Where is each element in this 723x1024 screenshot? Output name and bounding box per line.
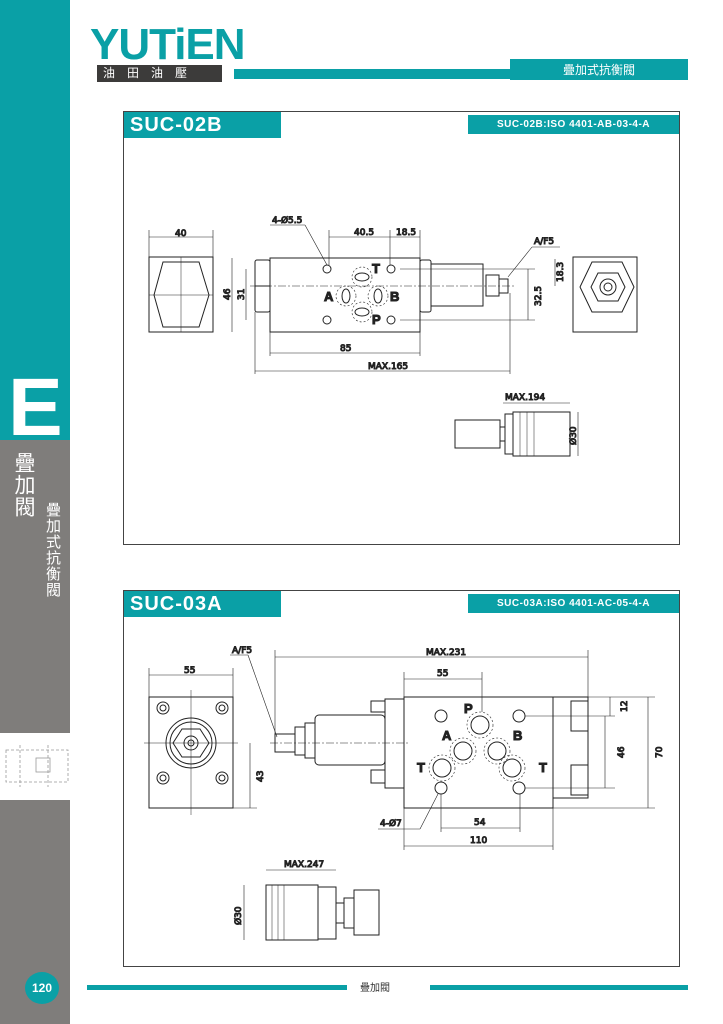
port-label: B [513,728,522,743]
dim-label: 55 [437,669,448,679]
footer-bar-left [87,985,347,990]
port-label: T [539,760,547,775]
port-label: T [372,261,380,276]
suc03a-knob-view [265,884,380,941]
model-title: SUC-02B [124,112,281,138]
suc02b-dimensions [148,224,579,456]
port-label: A [324,289,334,304]
hydraulic-symbol-icon [5,745,69,787]
sidebar-teal [0,0,70,440]
dim-label: 4-Ø7 [380,818,402,829]
footer-label: 疊加閥 [360,983,390,994]
dim-label: 40.5 [354,228,374,238]
dim-label: 46 [617,746,627,758]
section-letter: E [8,362,63,453]
dim-label: 110 [470,836,487,846]
dim-label: 12 [620,701,630,712]
suc02b-end-view-right [572,256,638,333]
suc02b-end-view-left [148,256,214,333]
header-bar [234,69,688,79]
port-label: B [390,289,399,304]
model-title: SUC-03A [124,591,281,617]
footer-bar-right [430,985,688,990]
dim-label: Ø30 [568,426,579,445]
dim-label: 46 [223,288,233,300]
product-card-suc-03a: SUC-03A SUC-03A:ISO 4401-AC-05-4-A [123,590,680,967]
dim-label: A/F5 [232,646,252,656]
page-number: 120 [25,972,59,1004]
dim-label: MAX.194 [505,393,545,403]
dim-label: MAX.247 [284,860,324,870]
model-code: SUC-02B:ISO 4401-AB-03-4-A [468,115,679,134]
dim-label: 4-Ø5.5 [272,215,302,226]
brand-logo-sub: 油田油壓 [97,65,222,82]
dim-label: 40 [175,229,187,239]
port-label: T [417,760,425,775]
dim-label: A/F5 [534,237,554,247]
dim-label: 70 [655,746,665,758]
sidebar-subcategory: 疊加式抗衡閥 [44,502,62,598]
dim-label: 43 [256,771,266,782]
dim-label: 55 [184,666,195,676]
dim-label: Ø30 [233,906,244,925]
sidebar-category: 疊加閥 [12,452,36,518]
port-label: P [372,312,381,327]
dim-label: 31 [237,289,247,300]
model-code: SUC-03A:ISO 4401-AC-05-4-A [468,594,679,613]
brand-logo: YUTiEN [90,20,246,69]
product-card-suc-02b: SUC-02B SUC-02B:ISO 4401-AB-03-4-A [123,111,680,545]
port-label: P [464,701,473,716]
suc03a-dimensions [148,650,655,940]
dim-label: 18.5 [396,228,416,238]
sidebar-gray [0,440,70,733]
dim-label: 32.5 [534,286,544,306]
dim-label: MAX.165 [368,362,408,372]
suc03a-top-view [270,696,589,809]
suc02b-knob-view [454,411,571,457]
dim-label: 85 [340,344,351,354]
header-section-title: 疊加式抗衡閥 [510,59,688,80]
dim-label: 18.3 [556,262,566,282]
suc03a-end-view [144,690,238,815]
dim-label: MAX.231 [426,648,466,658]
dim-label: 54 [474,818,486,828]
port-label: A [442,728,452,743]
